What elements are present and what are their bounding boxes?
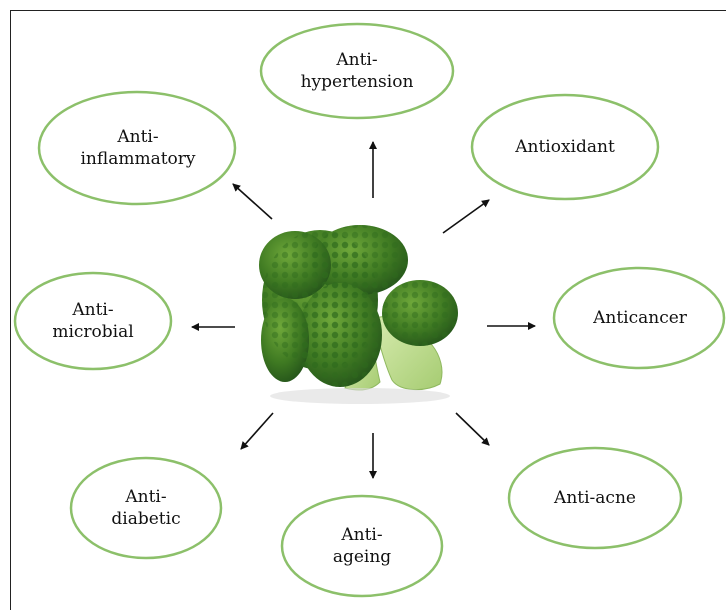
oval-anti-diabetic — [71, 458, 221, 558]
broccoli-image — [259, 225, 458, 404]
arrow-to-anti-acne — [456, 413, 489, 445]
arrow-to-antioxidant — [443, 200, 489, 233]
arrow-to-anti-inflammatory — [233, 184, 272, 219]
oval-antioxidant — [472, 95, 658, 199]
oval-anti-inflammatory — [39, 92, 235, 204]
arrow-to-anti-diabetic — [241, 413, 273, 449]
oval-anti-microbial — [15, 273, 171, 369]
oval-anticancer — [554, 268, 724, 368]
oval-anti-hypertension — [261, 24, 453, 118]
oval-anti-ageing — [282, 496, 442, 596]
oval-anti-acne — [509, 448, 681, 548]
